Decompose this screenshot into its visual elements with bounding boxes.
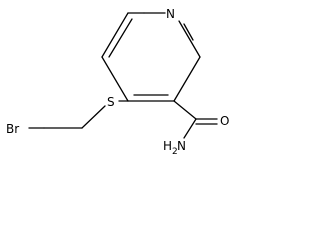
bond-c3-c2-inner: [108, 18, 133, 58]
atom-nh2-sub: 2: [172, 147, 178, 157]
atom-s: S: [107, 95, 115, 109]
atom-nh2-h: H: [163, 139, 172, 153]
bond-c4-c3: [101, 56, 129, 102]
atom-br: Br: [6, 122, 19, 136]
bond-carbonyl-n: [183, 118, 197, 139]
atom-n-ring: N: [166, 7, 175, 21]
bond-s-ch2: [81, 105, 106, 129]
bond-n-c6: [178, 20, 201, 58]
bond-c6-c5: [173, 56, 201, 102]
atom-nh2-n: N: [177, 139, 186, 153]
molecule-svg: N S O H 2 N Br: [6, 7, 229, 157]
bond-c3-c2: [101, 12, 129, 58]
bond-n-c6-inner: [183, 23, 194, 41]
structure-diagram: N S O H 2 N Br: [0, 0, 242, 158]
atom-o: O: [220, 114, 229, 128]
bond-ring-carbonyl: [173, 100, 197, 120]
